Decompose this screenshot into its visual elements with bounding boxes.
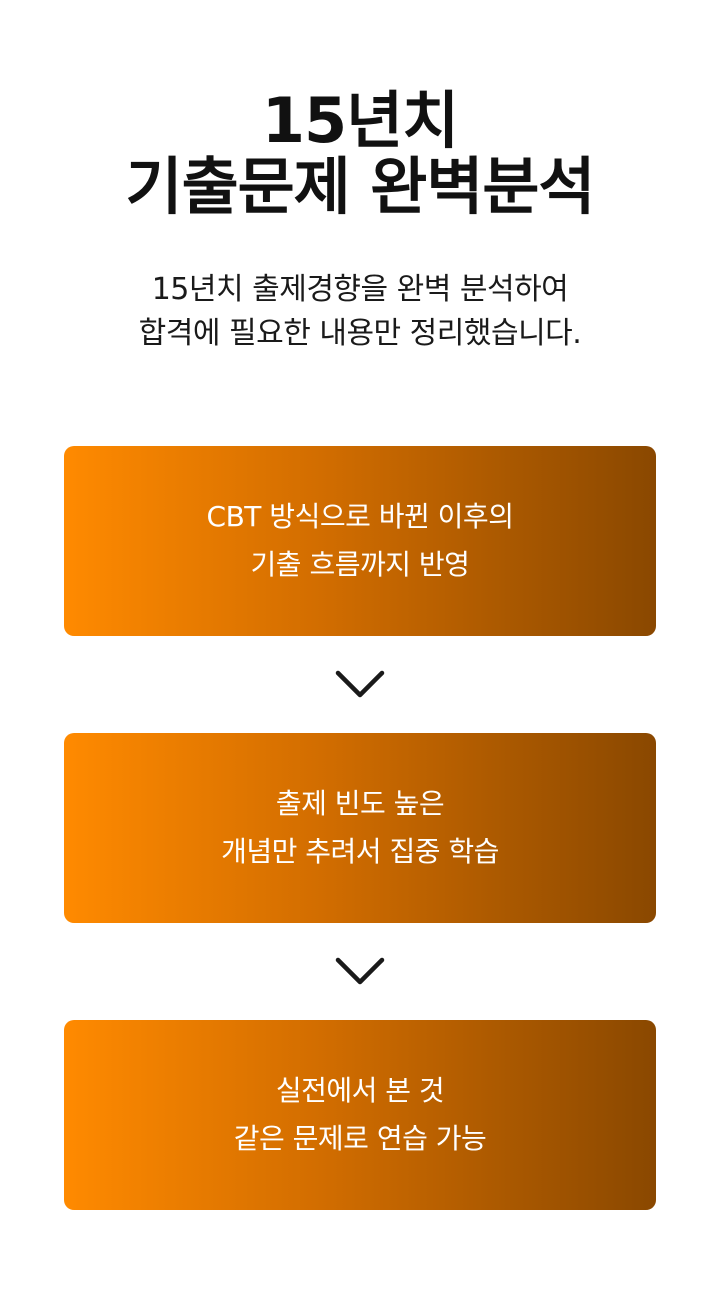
step-card-3-line-2: 같은 문제로 연습 가능: [233, 1122, 487, 1155]
chevron-down-icon: [335, 670, 385, 698]
subtitle-line-2: 합격에 필요한 내용만 정리했습니다.: [138, 316, 582, 351]
step-card-2: 출제 빈도 높은 개념만 추려서 집중 학습: [64, 733, 656, 923]
step-card-3-line-1: 실전에서 본 것: [275, 1074, 445, 1107]
chevron-down-icon: [335, 957, 385, 985]
headline-line-2: 기출문제 완벽분석: [125, 150, 596, 223]
step-card-1: CBT 방식으로 바뀐 이후의 기출 흐름까지 반영: [64, 446, 656, 636]
step-card-2-line-1: 출제 빈도 높은: [275, 787, 445, 820]
headline: 15년치 기출문제 완벽분석: [0, 88, 720, 220]
headline-line-1: 15년치: [261, 84, 459, 157]
step-card-1-line-1: CBT 방식으로 바뀐 이후의: [206, 500, 514, 533]
step-card-3: 실전에서 본 것 같은 문제로 연습 가능: [64, 1020, 656, 1210]
step-card-2-line-2: 개념만 추려서 집중 학습: [221, 835, 499, 868]
subtitle-line-1: 15년치 출제경향을 완벽 분석하여: [151, 272, 569, 307]
step-card-1-line-2: 기출 흐름까지 반영: [250, 548, 470, 581]
subtitle: 15년치 출제경향을 완벽 분석하여 합격에 필요한 내용만 정리했습니다.: [0, 268, 720, 356]
